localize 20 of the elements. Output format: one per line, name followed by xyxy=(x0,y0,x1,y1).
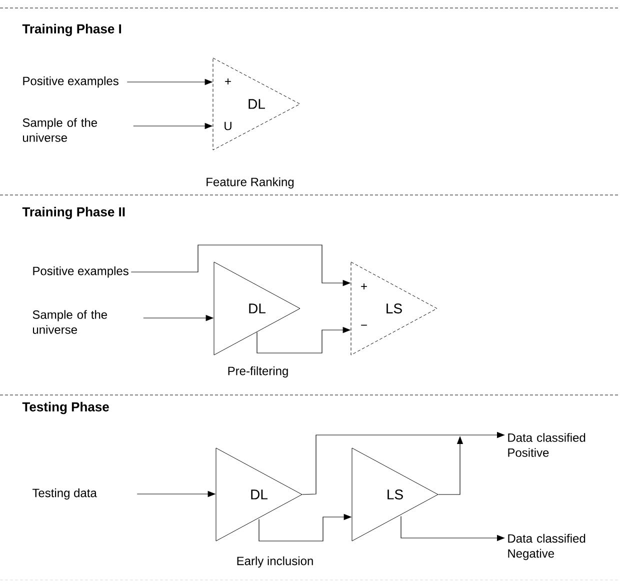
section-heading: Training Phase I xyxy=(22,24,122,36)
input-sign: + xyxy=(361,284,367,290)
section-heading: Testing Phase xyxy=(22,402,109,414)
triangle-block: DL xyxy=(216,448,302,542)
node-label: Pre-filtering xyxy=(228,366,288,378)
section-heading: Training Phase II xyxy=(22,206,125,220)
input-label: Sample of the universe xyxy=(32,310,108,334)
input-label: Positive examples xyxy=(33,266,128,278)
input-label: Sample of the universe xyxy=(22,118,98,142)
input-label: Data classified Negative xyxy=(508,534,586,560)
input-sign: U xyxy=(224,122,232,130)
input-sign: − xyxy=(361,324,367,326)
input-sign: + xyxy=(225,78,231,84)
triangle-block: DL xyxy=(214,262,300,356)
triangle-block: LS xyxy=(352,448,438,542)
input-label: Data classified Positive xyxy=(508,433,586,457)
node-label: Feature Ranking xyxy=(206,177,294,189)
input-label: Testing data xyxy=(32,488,97,500)
input-label: Positive examples xyxy=(23,76,118,88)
node-label: Early inclusion xyxy=(237,556,313,568)
